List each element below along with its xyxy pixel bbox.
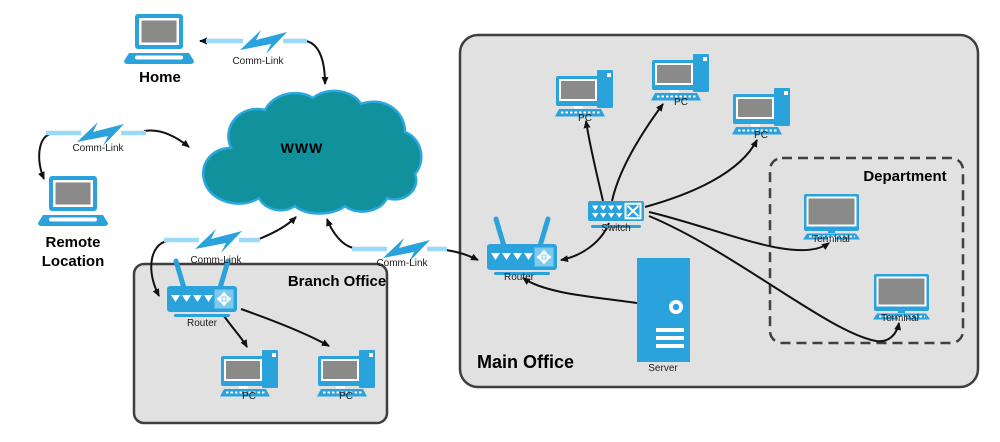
connector-commlink-remote (38, 133, 51, 180)
terminal1-label: Terminal (812, 234, 850, 245)
comm-link-bolt-3[interactable] (195, 229, 242, 253)
main-office-container[interactable] (458, 33, 980, 389)
home-label: Home (139, 69, 181, 86)
www-cloud[interactable] (202, 89, 423, 215)
department-container[interactable] (768, 156, 965, 345)
branch-pc1-label: PC (242, 391, 256, 402)
branch-pc2-label: PC (339, 391, 353, 402)
main-router-label: Router (503, 272, 534, 283)
remote-location-label: Remote Location (41, 234, 105, 270)
connector-switch-pc1 (583, 120, 604, 202)
department-title: Department (863, 168, 947, 185)
comm-link-label-2: Comm-Link (72, 143, 124, 154)
connectors (38, 37, 902, 348)
comm-link-label-4: Comm-Link (376, 258, 428, 269)
connector-switch-mainrouter (560, 222, 610, 263)
main-office-title: Main Office (477, 352, 575, 372)
connector-main-cloud-bottom (326, 218, 355, 249)
connector-switch-pc2 (611, 103, 664, 202)
www-label: WWW (280, 140, 324, 156)
remote-laptop-icon[interactable] (38, 176, 108, 226)
main-pc2-label: PC (674, 97, 688, 108)
server-icon[interactable] (637, 258, 690, 362)
main-pc1-label: PC (578, 113, 592, 124)
branch-router-label: Router (186, 318, 217, 329)
connector-switch-pc3 (644, 139, 758, 208)
connector-commlink-cloud-left (143, 129, 190, 148)
connector-commlink-branch-router (150, 240, 168, 297)
connector-branchrouter-pc2 (240, 308, 330, 347)
connector-server-mainrouter (522, 277, 638, 304)
comm-link-bolt-1[interactable] (240, 30, 287, 54)
connector-commlink-main-router (445, 249, 479, 261)
connector-branchrouter-pc1 (223, 315, 248, 348)
server-label: Server (648, 363, 678, 374)
connector-switch-terminal1 (648, 211, 830, 252)
connector-commlink-cloud-top (305, 40, 329, 85)
home-laptop-icon[interactable] (124, 14, 194, 64)
connector-branch-cloud-bottom (258, 216, 297, 240)
connector-switch-terminal2 (648, 215, 902, 343)
comm-link-label-1: Comm-Link (232, 56, 284, 67)
branch-office-title: Branch Office (287, 273, 387, 290)
comm-link-lines (46, 38, 447, 252)
comm-link-label-3: Comm-Link (190, 255, 242, 266)
main-pc3-label: PC (754, 130, 768, 141)
switch-label: Switch (601, 223, 631, 234)
terminal2-label: Terminal (881, 313, 919, 324)
